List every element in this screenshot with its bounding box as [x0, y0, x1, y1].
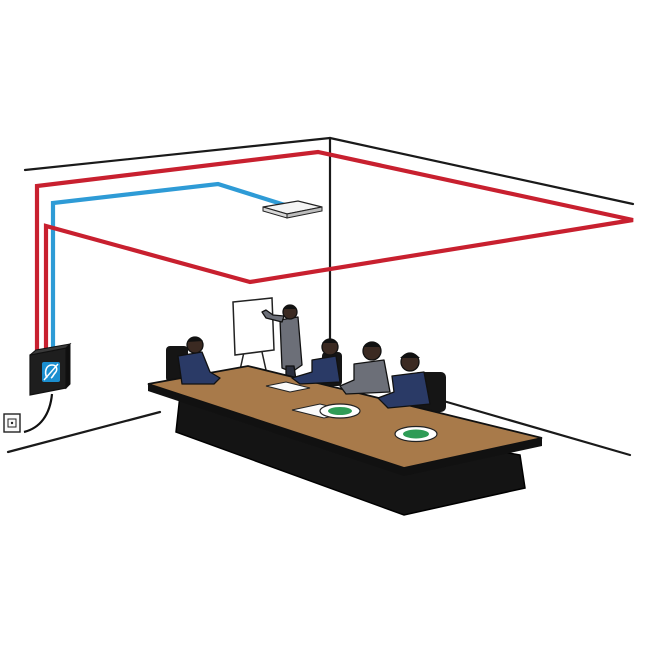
boundary-microphone-icon [319, 403, 361, 419]
seated-person [377, 352, 431, 409]
room-walls [6, 136, 635, 457]
table-edge [148, 384, 404, 476]
presenter [261, 304, 303, 381]
ceiling-microphone-icon [262, 200, 323, 219]
left-ceiling-edge [23, 136, 332, 172]
power-lead [23, 393, 54, 434]
seated-person [291, 338, 341, 385]
seated-person [177, 336, 221, 385]
hearing-loop-amplifier-icon [29, 342, 72, 396]
seated-person [339, 341, 391, 395]
boundary-microphone-icon [394, 425, 438, 443]
right-floor-edge [438, 398, 632, 457]
loop-cable [34, 149, 634, 351]
hearing-loop-ear-symbol-icon [42, 362, 60, 382]
paper [265, 381, 311, 393]
left-floor-edge [6, 410, 162, 454]
wall-socket-icon [3, 413, 21, 433]
signal-cable [50, 181, 291, 351]
right-ceiling-edge [328, 136, 635, 206]
flipchart-icon [232, 297, 275, 371]
